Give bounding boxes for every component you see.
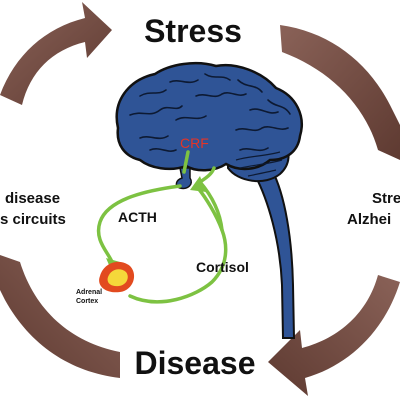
pituitary bbox=[175, 167, 192, 190]
cortisol-arrowhead bbox=[190, 176, 206, 192]
adrenal-label-line2: Cortex bbox=[76, 298, 98, 305]
cycle-arrow-bottom-left bbox=[0, 255, 120, 378]
left-label-line1: disease bbox=[5, 190, 60, 207]
left-label-line2: s circuits bbox=[0, 211, 66, 228]
cycle-arrow-bottom-right bbox=[268, 275, 400, 396]
right-label-line1: Stre bbox=[372, 190, 400, 207]
acth-label: ACTH bbox=[118, 209, 157, 225]
cycle-arrow-top-right bbox=[280, 25, 400, 160]
stress-title: Stress bbox=[144, 13, 242, 49]
crf-label: CRF bbox=[180, 135, 209, 151]
adrenal-inner bbox=[107, 269, 128, 287]
cortisol-label: Cortisol bbox=[196, 259, 249, 275]
cerebrum bbox=[115, 61, 303, 172]
acth-path bbox=[96, 184, 182, 264]
cortisol-feedback-brain bbox=[198, 166, 224, 232]
adrenal-gland bbox=[99, 261, 135, 293]
cortisol-return-path bbox=[128, 186, 228, 304]
disease-title: Disease bbox=[135, 345, 256, 381]
cycle-arrow-top-left bbox=[0, 2, 112, 105]
adrenal-label-line1: Adrenal bbox=[76, 289, 102, 296]
brainstem bbox=[253, 168, 296, 339]
crf-to-pituitary-line bbox=[182, 150, 190, 174]
right-label-line2: Alzhei bbox=[347, 211, 391, 228]
brain-illustration: CRF bbox=[115, 61, 303, 339]
